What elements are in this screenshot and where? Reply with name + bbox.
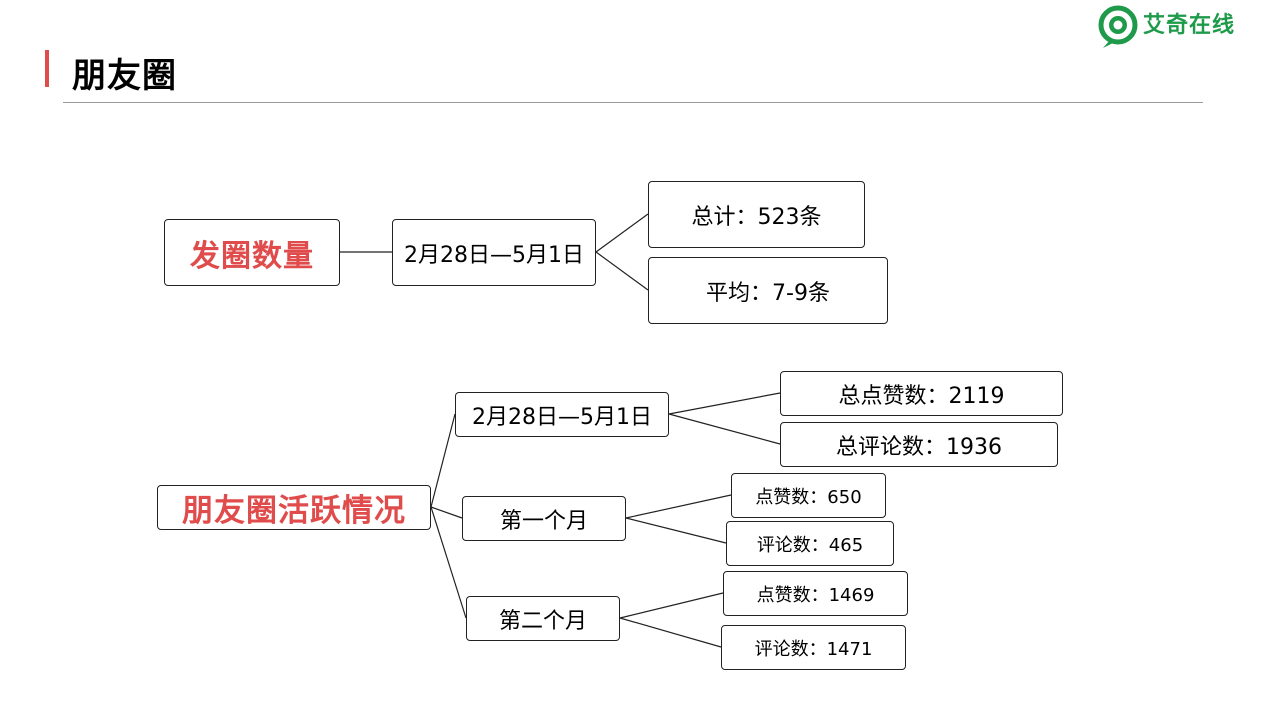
link-month2-to-likes xyxy=(619,592,724,619)
link-period-to-comments xyxy=(668,413,781,445)
logo-mark-icon xyxy=(1098,5,1138,48)
period-comments-node: 总评论数：1936 xyxy=(780,422,1058,467)
post-count-total-node: 总计：523条 xyxy=(648,181,865,248)
month1-node: 第一个月 xyxy=(462,496,626,541)
link-count-period-to-average xyxy=(595,251,649,291)
month1-likes-node: 点赞数：650 xyxy=(731,473,886,518)
brand-logo: 艾奇在线 xyxy=(1096,4,1246,50)
title-divider xyxy=(63,102,1203,103)
title-accent-bar xyxy=(45,50,49,87)
link-count-period-to-total xyxy=(595,213,649,253)
month2-likes-node: 点赞数：1469 xyxy=(723,571,908,616)
link-activity-root-to-period xyxy=(430,413,456,508)
link-period-to-likes xyxy=(668,392,781,415)
link-activity-root-to-month1 xyxy=(430,506,463,519)
month2-node: 第二个月 xyxy=(466,596,620,641)
page-title: 朋友圈 xyxy=(72,56,177,96)
activity-period-node: 2月28日—5月1日 xyxy=(455,392,669,437)
post-count-average-node: 平均：7-9条 xyxy=(648,257,888,324)
activity-root-node: 朋友圈活跃情况 xyxy=(157,485,431,530)
link-month1-to-likes xyxy=(625,494,732,519)
link-month1-to-comments xyxy=(625,517,727,544)
post-count-root-node: 发圈数量 xyxy=(164,219,340,286)
link-month2-to-comments xyxy=(619,617,722,648)
link-activity-root-to-month2 xyxy=(430,506,467,619)
month2-comments-node: 评论数：1471 xyxy=(721,625,906,670)
period-likes-node: 总点赞数：2119 xyxy=(780,371,1063,416)
post-count-period-node: 2月28日—5月1日 xyxy=(392,219,596,286)
month1-comments-node: 评论数：465 xyxy=(726,521,894,566)
logo-text: 艾奇在线 xyxy=(1143,13,1236,38)
